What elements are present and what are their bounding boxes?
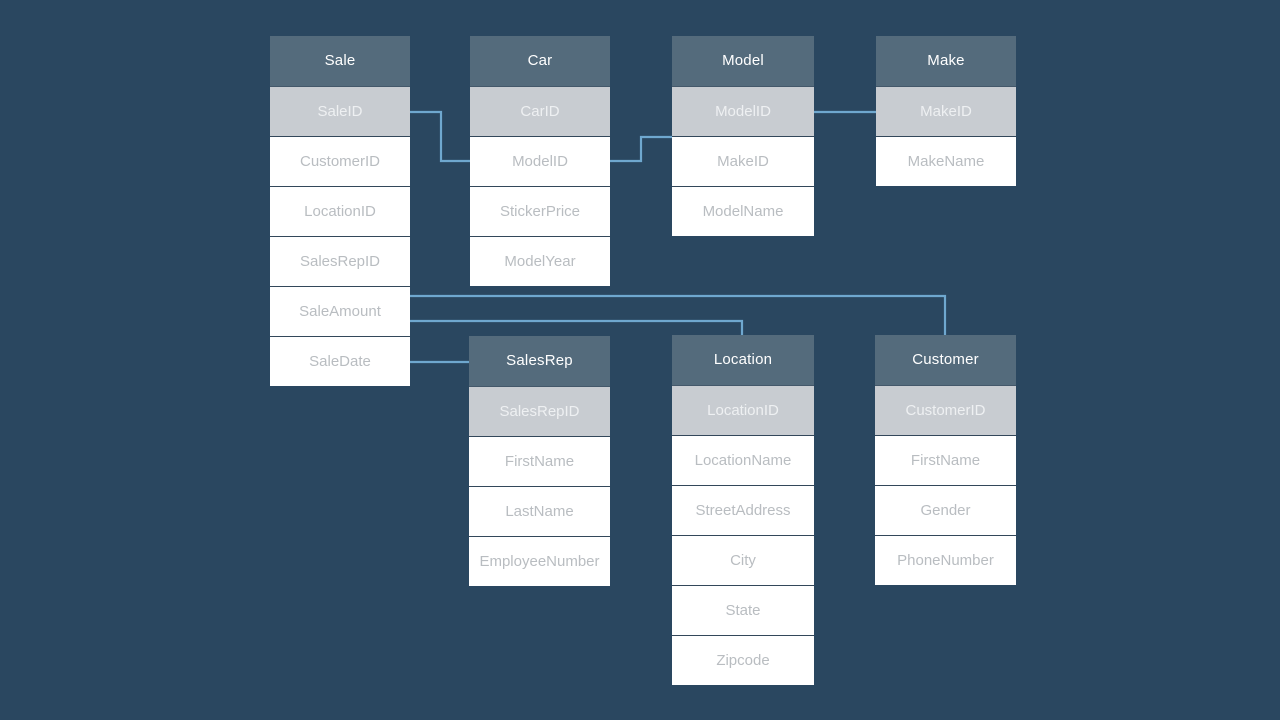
field-car-carid[interactable]: CarID	[470, 86, 610, 136]
field-model-makeid[interactable]: MakeID	[672, 136, 814, 186]
entity-title-salesrep: SalesRep	[469, 336, 610, 386]
field-location-city[interactable]: City	[672, 535, 814, 585]
field-car-modelid[interactable]: ModelID	[470, 136, 610, 186]
field-location-state[interactable]: State	[672, 585, 814, 635]
entity-title-model: Model	[672, 36, 814, 86]
entity-title-make: Make	[876, 36, 1016, 86]
field-car-modelyear[interactable]: ModelYear	[470, 236, 610, 286]
field-salesrep-salesrepid[interactable]: SalesRepID	[469, 386, 610, 436]
field-location-locationid[interactable]: LocationID	[672, 385, 814, 435]
field-salesrep-employeenumber[interactable]: EmployeeNumber	[469, 536, 610, 586]
field-salesrep-firstname[interactable]: FirstName	[469, 436, 610, 486]
field-sale-saleamount[interactable]: SaleAmount	[270, 286, 410, 336]
field-sale-salesrepid[interactable]: SalesRepID	[270, 236, 410, 286]
field-customer-customerid[interactable]: CustomerID	[875, 385, 1016, 435]
entity-title-sale: Sale	[270, 36, 410, 86]
field-model-modelname[interactable]: ModelName	[672, 186, 814, 236]
field-make-makeid[interactable]: MakeID	[876, 86, 1016, 136]
field-sale-customerid[interactable]: CustomerID	[270, 136, 410, 186]
connector-sale-customer	[410, 294, 947, 336]
field-salesrep-lastname[interactable]: LastName	[469, 486, 610, 536]
field-customer-gender[interactable]: Gender	[875, 485, 1016, 535]
field-sale-saleid[interactable]: SaleID	[270, 86, 410, 136]
field-location-zipcode[interactable]: Zipcode	[672, 635, 814, 685]
field-location-locationname[interactable]: LocationName	[672, 435, 814, 485]
field-model-modelid[interactable]: ModelID	[672, 86, 814, 136]
connector-sale-location	[410, 319, 744, 336]
field-make-makename[interactable]: MakeName	[876, 136, 1016, 186]
field-location-streetaddress[interactable]: StreetAddress	[672, 485, 814, 535]
connector-car-model	[609, 135, 673, 163]
field-car-stickerprice[interactable]: StickerPrice	[470, 186, 610, 236]
field-customer-phonenumber[interactable]: PhoneNumber	[875, 535, 1016, 585]
connector-sale-car	[410, 110, 471, 163]
field-sale-saledate[interactable]: SaleDate	[270, 336, 410, 386]
entity-title-location: Location	[672, 335, 814, 385]
field-sale-locationid[interactable]: LocationID	[270, 186, 410, 236]
entity-title-customer: Customer	[875, 335, 1016, 385]
entity-title-car: Car	[470, 36, 610, 86]
field-customer-firstname[interactable]: FirstName	[875, 435, 1016, 485]
